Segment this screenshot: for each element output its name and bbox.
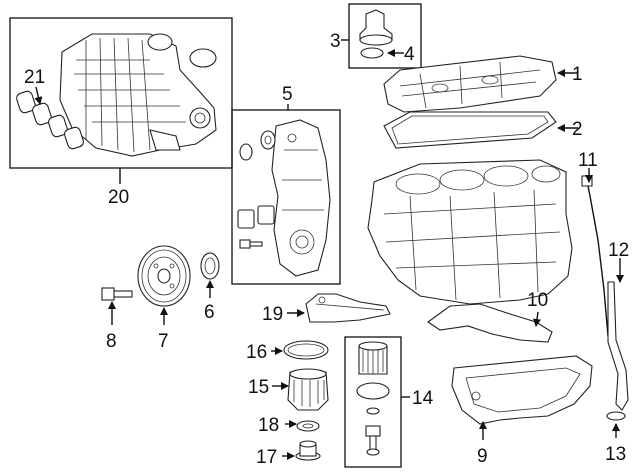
oil-filter-element [358,341,388,375]
oil-drain-plug [365,425,381,456]
callout-8: 8 [106,331,117,352]
drain-plug-washer [296,420,320,432]
callout-12: 12 [608,240,629,261]
oil-filler-cap-box [348,3,422,69]
callout-2: 2 [572,119,583,140]
callout-6: 6 [204,302,215,323]
callout-16: 16 [246,342,267,363]
timing-chain-cover [271,119,331,277]
callout-1: 1 [572,64,583,85]
callout-21: 21 [24,67,45,88]
oil-filter-element-group [344,336,410,468]
callout-11: 11 [578,150,598,171]
dipstick-tube-o-ring [606,411,626,421]
cylinder-block [367,159,573,305]
oil-dipstick [581,175,609,337]
crankshaft-pulley-bolt [101,287,133,301]
oil-filler-cap-gasket [360,47,384,59]
dipstick-tube [607,281,629,411]
callout-15: 15 [248,377,269,398]
oil-filler-cap-group [341,3,422,69]
oil-filter-element-box [344,336,402,468]
oil-filter-cap [287,368,329,411]
timing-cover-box [231,109,341,285]
timing-cover-group [231,104,341,285]
callout-9: 9 [477,446,488,467]
filter-drain-plug [295,440,321,461]
oil-baffle-plate [427,303,553,343]
callout-10: 10 [527,290,548,311]
filter-o-ring-small [366,407,380,415]
manifold-o-ring [189,48,217,68]
timing-cover-gaskets [237,205,275,229]
filter-o-ring-large [356,382,390,400]
callout-18: 18 [258,415,279,436]
intake-manifold-group [9,17,233,184]
intake-manifold-box [9,17,233,169]
callout-5: 5 [282,84,293,105]
oil-filler-cap [359,9,393,46]
crankshaft-front-seal [200,252,220,280]
callout-4: 4 [404,44,415,65]
timing-cover-bolt [239,239,263,249]
callout-14: 14 [412,388,434,409]
timing-cover-seals [239,130,276,161]
oil-pan [451,355,593,425]
intake-manifold [59,33,217,157]
callout-13: 13 [605,444,626,465]
callout-17: 17 [256,447,277,468]
cylinder-head-cover [383,55,557,113]
callout-20: 20 [108,187,129,208]
intake-gaskets [16,90,84,150]
callout-7: 7 [158,331,169,352]
crankshaft-pulley [137,245,191,307]
callout-3: 3 [330,31,341,52]
callout-19: 19 [262,304,283,325]
head-cover-gasket [383,111,557,149]
oil-strainer [305,293,391,323]
